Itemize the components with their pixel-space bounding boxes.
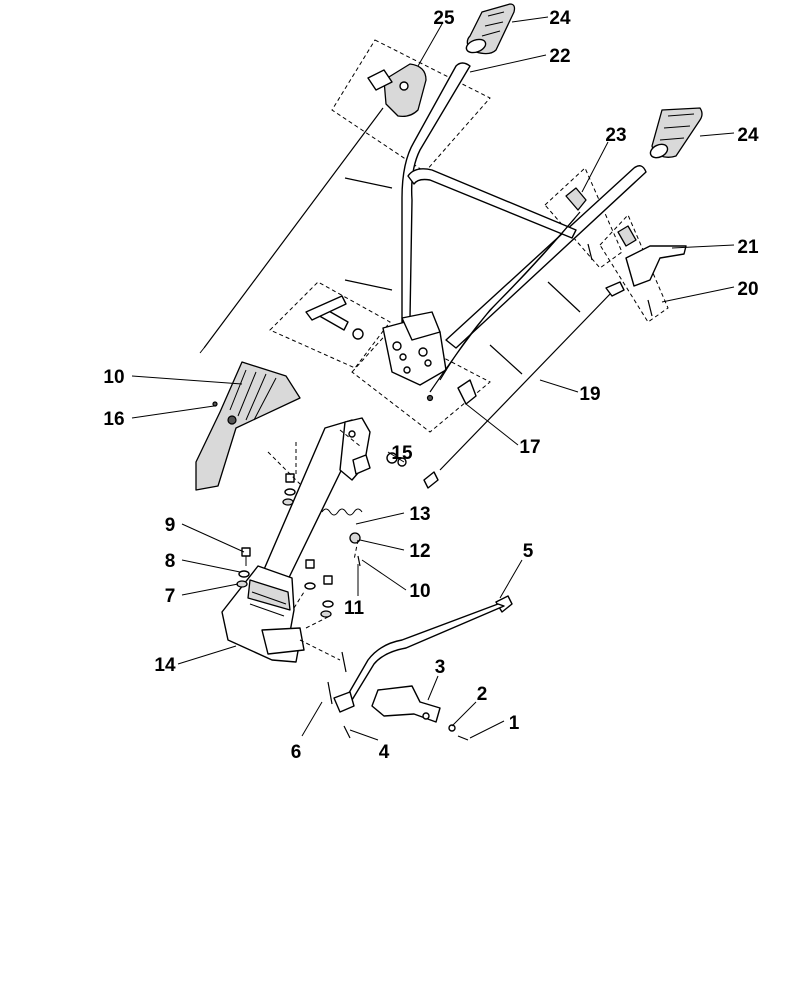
callout-19: 19: [579, 384, 600, 405]
throttle-control: [367, 63, 427, 118]
gear-bracket: [371, 685, 441, 723]
lever-cover: [195, 361, 301, 491]
group-outline-lever: [599, 214, 669, 323]
group-outline-bolt: [269, 281, 391, 369]
drive-cable-end-bottom: [423, 471, 439, 489]
callout-5: 5: [523, 541, 534, 562]
washer-7: [236, 580, 248, 588]
callout-13: 13: [409, 504, 430, 525]
callout-7: 7: [165, 586, 176, 607]
handle-grip-right: [649, 107, 703, 159]
gear-shift-lever: [333, 595, 513, 713]
assembly-lines: [267, 429, 361, 661]
callout-1: 1: [509, 713, 520, 734]
callout-15: 15: [391, 443, 413, 464]
pin-6a: [341, 651, 347, 673]
callout-22: 22: [549, 46, 570, 67]
bolt-1: [457, 735, 469, 741]
callout-6: 6: [291, 742, 302, 763]
throttle-cable-end: [199, 347, 205, 354]
long-bolt-lower: [344, 279, 393, 291]
callout-12: 12: [409, 541, 430, 562]
control-cable-b: [429, 217, 576, 393]
callout-10-top: 10: [103, 367, 124, 388]
adjustment-knob: [426, 379, 477, 405]
leader-lines: [131, 16, 735, 741]
assembly-group-outlines: [269, 39, 669, 433]
drive-lever: [617, 225, 687, 317]
callout-11: 11: [344, 598, 365, 619]
base-bracket: [221, 565, 305, 663]
handle-column: [255, 417, 371, 597]
bolt-pair-right: [304, 559, 334, 618]
callout-3: 3: [435, 657, 446, 678]
drive-cable: [439, 291, 613, 471]
callout-10-bottom: 10: [409, 581, 430, 602]
spring: [321, 508, 363, 516]
callout-4: 4: [379, 742, 390, 763]
handle-grip-top: [465, 3, 516, 55]
callout-17: 17: [519, 437, 540, 458]
callout-8: 8: [165, 551, 176, 572]
clip-4: [343, 725, 351, 739]
throttle-cable-long: [203, 107, 384, 349]
small-screw: [212, 401, 218, 407]
callout-25: 25: [433, 8, 455, 29]
callout-9: 9: [165, 515, 176, 536]
callout-14: 14: [154, 655, 176, 676]
callout-2: 2: [477, 684, 488, 705]
callout-24-top: 24: [549, 8, 571, 29]
callout-21: 21: [737, 237, 759, 258]
cable-clip: [565, 187, 593, 261]
cable-tie-2: [489, 344, 523, 375]
pin-6b: [327, 681, 333, 705]
callout-16: 16: [103, 409, 124, 430]
long-bolt-upper: [344, 177, 393, 189]
pin-10: [357, 555, 361, 567]
group-outline-cable-clip: [544, 167, 623, 269]
callout-labels: 25 24 22 23 24 21 20 19 17 10 16 15 13 1…: [103, 8, 759, 763]
callout-20: 20: [737, 279, 758, 300]
cable-tie: [547, 281, 581, 313]
bolts-upper-column: [282, 473, 296, 506]
callout-23: 23: [605, 125, 626, 146]
washer-2: [448, 724, 456, 732]
washer-8: [238, 570, 250, 578]
bolt-9: [241, 547, 251, 566]
group-outline-knob: [351, 329, 491, 433]
handlebar: [382, 62, 647, 386]
nut-12: [349, 532, 361, 544]
bolt-assembly: [305, 295, 364, 340]
callout-24-right: 24: [737, 125, 759, 146]
drive-cable-end-top: [605, 281, 625, 297]
